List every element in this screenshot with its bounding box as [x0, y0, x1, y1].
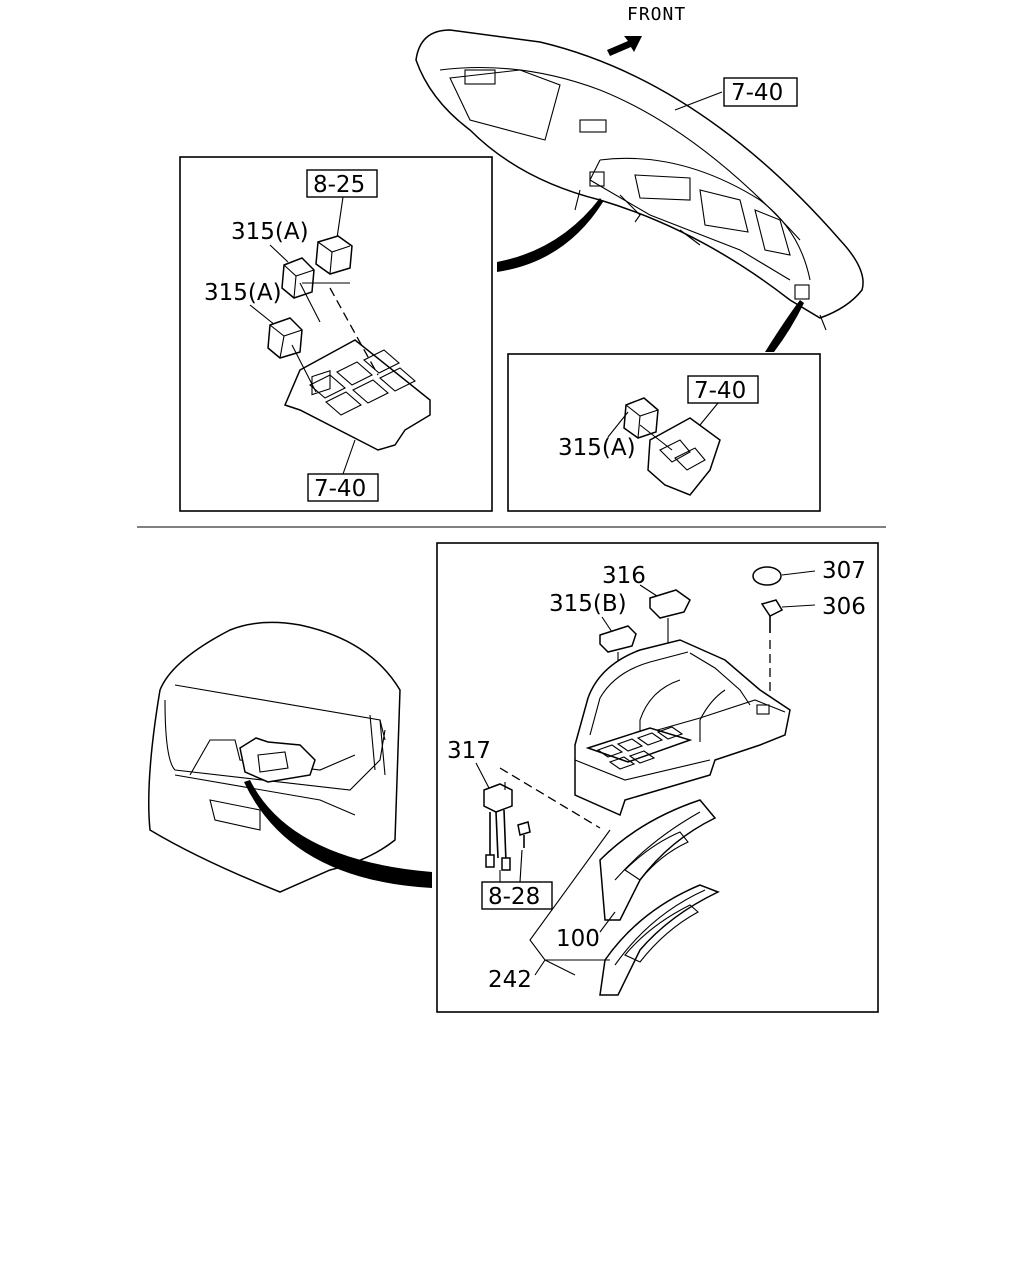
svg-text:307: 307	[822, 558, 866, 584]
connector-arc-cab	[244, 780, 432, 888]
dashboard-illustration	[415, 29, 864, 331]
inset-console: 307 306 316 315(B) 317	[436, 542, 879, 1013]
svg-text:100: 100	[556, 926, 600, 952]
svg-text:7-40: 7-40	[694, 378, 746, 404]
svg-text:315(A): 315(A)	[231, 219, 309, 245]
svg-text:7-40: 7-40	[314, 476, 366, 502]
connector-arc-right	[765, 300, 804, 352]
inset-left: 8-25 315(A) 315(A) 7-40	[179, 156, 493, 512]
svg-text:306: 306	[822, 594, 866, 620]
inset-right: 7-40 315(A)	[507, 353, 821, 512]
svg-text:315(A): 315(A)	[204, 280, 282, 306]
svg-text:315(B): 315(B)	[549, 591, 627, 617]
svg-text:316: 316	[602, 563, 646, 589]
front-label: FRONT	[627, 4, 686, 25]
svg-text:8-25: 8-25	[313, 172, 365, 198]
cab-illustration	[148, 621, 401, 893]
front-arrow-icon	[607, 36, 642, 56]
svg-text:317: 317	[447, 738, 491, 764]
svg-text:315(A): 315(A)	[558, 435, 636, 461]
svg-text:242: 242	[488, 967, 532, 993]
connector-arc-left	[497, 198, 603, 272]
svg-text:7-40: 7-40	[731, 80, 783, 106]
svg-text:8-28: 8-28	[488, 884, 540, 910]
callout-dash-top: 7-40	[723, 77, 798, 107]
front-indicator: FRONT	[607, 4, 686, 56]
